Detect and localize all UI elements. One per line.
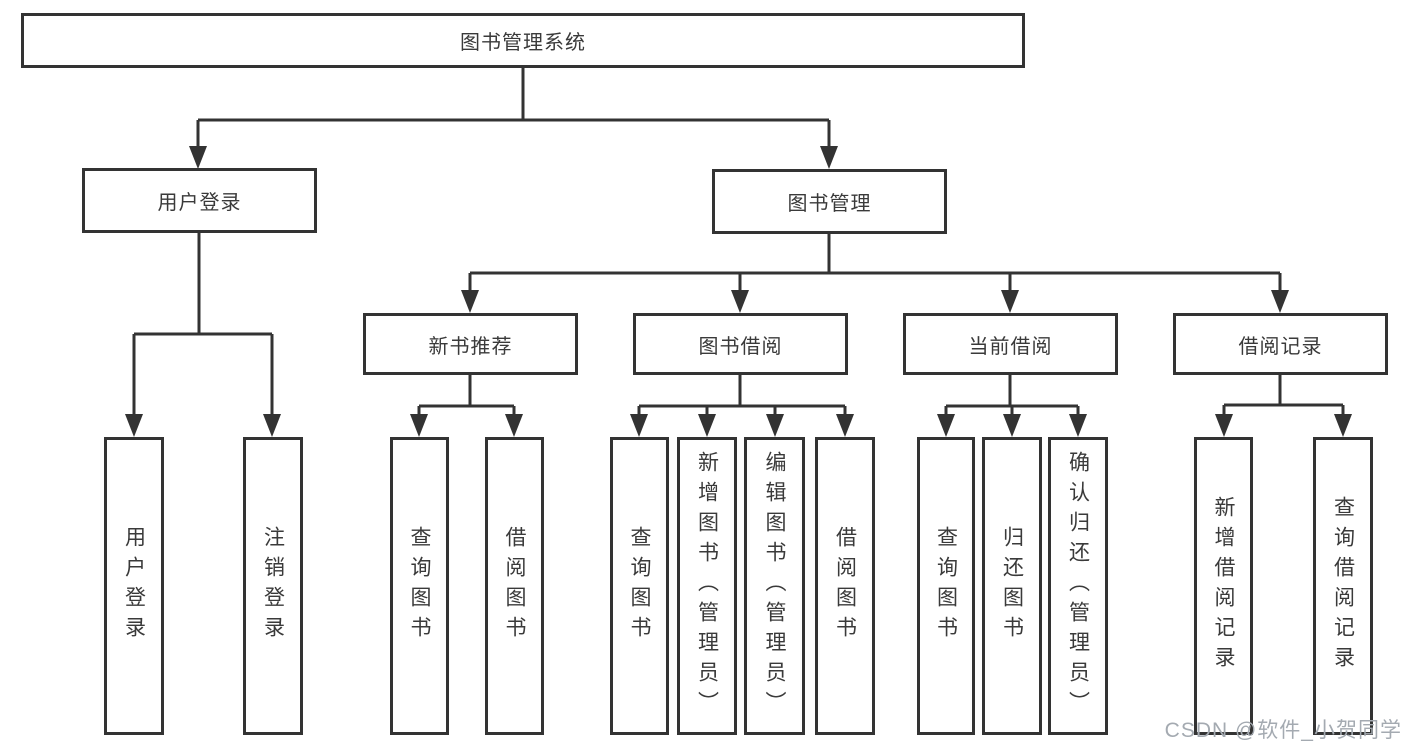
leaf-add-borrow-record: 新增借阅记录 [1194, 437, 1253, 735]
node-book-management: 图书管理 [712, 169, 947, 234]
node-label: 图书管理 [787, 193, 872, 215]
leaf-label: 借阅图书 [503, 526, 526, 646]
leaf-edit-book-admin: 编辑图书（管理员） [744, 437, 805, 735]
leaf-label: 查询图书 [408, 526, 431, 646]
leaf-confirm-return-admin: 确认归还（管理员） [1048, 437, 1108, 735]
leaf-label: 查询图书 [628, 526, 651, 646]
leaf-label: 归还图书 [1000, 526, 1024, 646]
leaf-label: 确认归还（管理员） [1066, 451, 1090, 721]
leaf-label: 新增借阅记录 [1212, 496, 1235, 676]
leaf-query-books-3: 查询图书 [917, 437, 975, 735]
leaf-query-books-2: 查询图书 [610, 437, 669, 735]
csdn-watermark: CSDN @软件_小贺同学 [1164, 719, 1402, 742]
leaf-label: 查询图书 [934, 526, 958, 646]
node-label: 当前借阅 [968, 335, 1053, 358]
node-label: 新书推荐 [428, 335, 513, 358]
leaf-query-books-1: 查询图书 [390, 437, 449, 735]
node-new-book-recommend: 新书推荐 [363, 313, 578, 375]
node-label: 图书借阅 [698, 335, 783, 358]
node-borrow-record: 借阅记录 [1173, 313, 1388, 375]
leaf-label: 查询借阅记录 [1331, 496, 1355, 676]
leaf-label: 借阅图书 [833, 526, 857, 646]
leaf-borrow-books-2: 借阅图书 [815, 437, 875, 735]
leaf-query-borrow-record: 查询借阅记录 [1313, 437, 1373, 735]
node-label: 借阅记录 [1238, 335, 1323, 358]
leaf-borrow-books-1: 借阅图书 [485, 437, 544, 735]
node-book-borrow: 图书借阅 [633, 313, 848, 375]
leaf-logout: 注销登录 [243, 437, 303, 735]
leaf-return-books: 归还图书 [982, 437, 1042, 735]
leaf-label: 用户登录 [122, 526, 146, 646]
node-label: 用户登录 [157, 192, 242, 214]
node-label: 图书管理系统 [460, 32, 586, 54]
leaf-add-book-admin: 新增图书（管理员） [677, 437, 737, 735]
node-library-management-system: 图书管理系统 [21, 13, 1025, 68]
leaf-user-login: 用户登录 [104, 437, 164, 735]
node-current-borrow: 当前借阅 [903, 313, 1118, 375]
arrowheads [125, 146, 1352, 437]
leaf-label: 注销登录 [261, 526, 285, 646]
leaf-label: 新增图书（管理员） [695, 451, 719, 721]
node-user-login: 用户登录 [82, 168, 317, 233]
leaf-label: 编辑图书（管理员） [763, 451, 786, 721]
